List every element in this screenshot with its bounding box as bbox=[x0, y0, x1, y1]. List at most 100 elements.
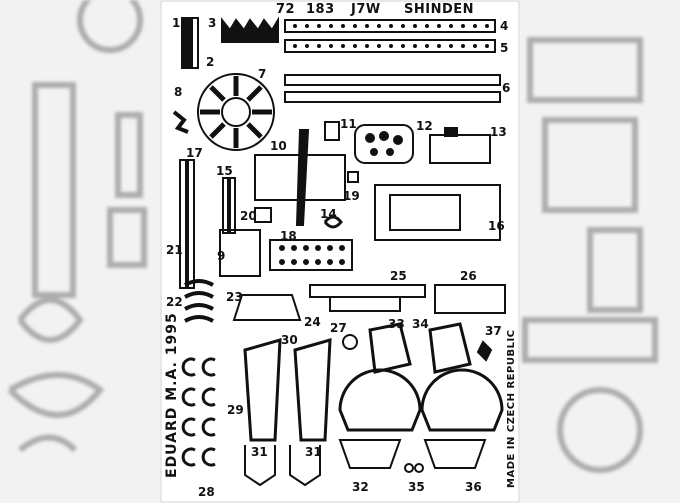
part-1-shape bbox=[181, 17, 191, 69]
ghost-dome-right bbox=[557, 387, 643, 473]
part-18-holes bbox=[279, 245, 345, 265]
part-20-shape bbox=[254, 207, 272, 223]
part-15b-shape bbox=[229, 177, 236, 234]
part-29-shape bbox=[181, 357, 216, 467]
part-label-5: 5 bbox=[500, 41, 509, 55]
part-15-shape bbox=[222, 177, 229, 234]
part-label-15: 15 bbox=[216, 164, 233, 178]
part-16-inner bbox=[389, 194, 461, 231]
part-34-shape bbox=[420, 368, 504, 432]
part-21-shape bbox=[187, 159, 195, 289]
part-30-right bbox=[293, 337, 332, 442]
part-label-6: 6 bbox=[502, 81, 511, 95]
part-label-32: 32 bbox=[352, 480, 369, 494]
part-label-30: 30 bbox=[281, 333, 298, 347]
part-label-19: 19 bbox=[343, 189, 360, 203]
part-label-29: 29 bbox=[227, 403, 244, 417]
part-34-arm bbox=[428, 322, 472, 374]
part-label-3: 3 bbox=[208, 16, 217, 30]
part-label-28: 28 bbox=[198, 485, 215, 499]
part-12-instruments bbox=[365, 131, 403, 156]
part-label-23: 23 bbox=[226, 290, 243, 304]
part-35-b bbox=[414, 463, 424, 473]
part-8-shape bbox=[172, 110, 189, 134]
part-7-shape bbox=[197, 73, 275, 151]
fret-border bbox=[160, 0, 520, 503]
part-13-shape bbox=[429, 134, 491, 164]
part-label-11: 11 bbox=[340, 117, 357, 131]
part-label-26: 26 bbox=[460, 269, 477, 283]
part-11-shape bbox=[324, 121, 340, 141]
part-10-strut bbox=[295, 129, 310, 226]
part-19-shape bbox=[347, 171, 359, 183]
part-32-shape bbox=[338, 439, 402, 469]
ghost-block-left bbox=[115, 112, 143, 198]
part-9-shape bbox=[219, 229, 261, 277]
strip-holes bbox=[293, 24, 489, 48]
part-label-8: 8 bbox=[174, 85, 183, 99]
part-3-shape bbox=[221, 16, 279, 43]
part-31-left bbox=[244, 445, 276, 487]
part-6-shape bbox=[284, 74, 501, 86]
part-label-20: 20 bbox=[240, 209, 257, 223]
fret-parts-artwork bbox=[160, 0, 520, 503]
part-label-25: 25 bbox=[390, 269, 407, 283]
part-label-12: 12 bbox=[416, 119, 433, 133]
part-35-a bbox=[404, 463, 414, 473]
part-label-21: 21 bbox=[166, 243, 183, 257]
part-17-shape bbox=[179, 159, 187, 289]
part-36-shape bbox=[423, 439, 487, 469]
part-label-17: 17 bbox=[186, 146, 203, 160]
part-label-36: 36 bbox=[465, 480, 482, 494]
part-22-shape bbox=[184, 279, 214, 323]
part-33-arm bbox=[368, 322, 412, 374]
part-label-31-left: 31 bbox=[251, 445, 268, 459]
part-7-hub bbox=[221, 97, 251, 127]
part-7-spokes bbox=[200, 76, 272, 148]
header-name: SHINDEN bbox=[404, 2, 475, 17]
part-label-1: 1 bbox=[172, 16, 181, 30]
part-31-right bbox=[289, 445, 321, 487]
ghost-curl-left-2 bbox=[7, 372, 105, 418]
ghost-strip-right bbox=[522, 317, 658, 363]
part-5-shape bbox=[284, 39, 496, 53]
part-label-31-right: 31 bbox=[305, 445, 322, 459]
part-label-13: 13 bbox=[490, 125, 507, 139]
part-16-shape bbox=[374, 184, 501, 241]
part-14-shape bbox=[323, 215, 343, 229]
part-24-shape bbox=[232, 294, 302, 321]
part-13-tab bbox=[444, 127, 458, 137]
part-25-base bbox=[329, 296, 401, 312]
part-label-10: 10 bbox=[270, 139, 287, 153]
ghost-wheel-left bbox=[77, 0, 143, 53]
part-30-left bbox=[243, 337, 282, 442]
part-label-14: 14 bbox=[320, 207, 337, 221]
ghost-bracket-right bbox=[587, 227, 643, 313]
part-label-7: 7 bbox=[258, 67, 267, 81]
photo-etch-fret: 72 183 J7W SHINDEN 1 2 3 4 5 6 7 8 9 10 … bbox=[160, 0, 520, 503]
part-label-9: 9 bbox=[217, 249, 226, 263]
part-label-18: 18 bbox=[280, 229, 297, 243]
ghost-curl-left-3 bbox=[18, 434, 78, 453]
part-33-shape bbox=[338, 368, 422, 432]
part-label-16: 16 bbox=[488, 219, 505, 233]
part-label-37: 37 bbox=[485, 324, 502, 338]
header-model: J7W bbox=[351, 2, 381, 17]
ghost-panel-right bbox=[527, 37, 643, 103]
part-label-22: 22 bbox=[166, 295, 183, 309]
ghost-box-right bbox=[542, 117, 638, 213]
maker-text: EDUARD M.A. 1995 bbox=[164, 312, 180, 478]
part-4-shape bbox=[284, 19, 496, 33]
header-set-number: 183 bbox=[306, 2, 335, 17]
part-6b-shape bbox=[284, 91, 501, 103]
part-label-4: 4 bbox=[500, 19, 509, 33]
part-label-2: 2 bbox=[206, 55, 215, 69]
part-1b-shape bbox=[191, 17, 199, 69]
part-label-34: 34 bbox=[412, 317, 429, 331]
part-label-24: 24 bbox=[304, 315, 321, 329]
ghost-bracket-left bbox=[107, 207, 147, 268]
part-26-shape bbox=[434, 284, 506, 314]
part-label-27: 27 bbox=[330, 321, 347, 335]
